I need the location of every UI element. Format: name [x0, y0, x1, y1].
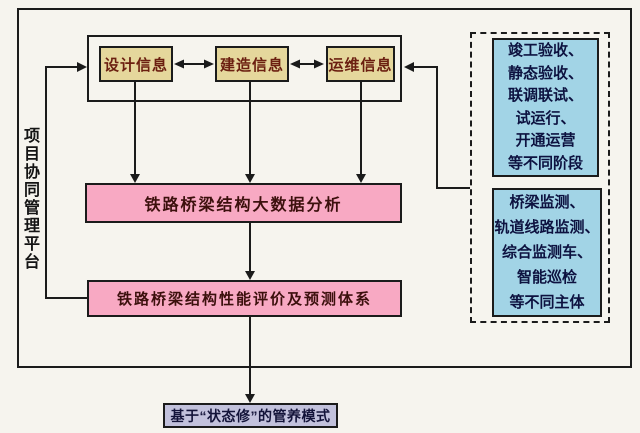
- stage-line: 等不同阶段: [507, 154, 583, 172]
- platform-label: 项目协同管理平台: [21, 127, 38, 271]
- subject-line: 智能巡检: [516, 269, 577, 286]
- subject-line: 综合监测车、: [501, 244, 592, 261]
- stage-line: 试运行、: [515, 109, 576, 127]
- evaluation-prediction-label: 铁路桥梁结构性能评价及预测体系: [116, 291, 372, 308]
- subjects-box: 桥梁监测、 轨道线路监测、 综合监测车、 智能巡检 等不同主体: [492, 188, 602, 317]
- info-group-frame: [87, 35, 402, 102]
- construction-info-label: 建造信息: [219, 56, 284, 74]
- stage-line: 开通运营: [515, 132, 576, 149]
- design-info-box: 设计信息: [99, 46, 173, 82]
- maintenance-mode-output-box: 基于“状态修”的管养模式: [163, 403, 338, 428]
- subject-line: 桥梁监测、: [509, 194, 585, 211]
- stage-line: 竣工验收、: [507, 42, 583, 59]
- right-dashed-panel: [470, 32, 610, 323]
- stage-line: 联调联试、: [507, 87, 583, 104]
- big-data-analysis-box: 铁路桥梁结构大数据分析: [85, 183, 402, 223]
- arrowhead: [245, 394, 255, 403]
- operation-maintenance-info-label: 运维信息: [328, 56, 393, 74]
- design-info-label: 设计信息: [103, 56, 168, 74]
- maintenance-mode-output-label: 基于“状态修”的管养模式: [170, 407, 331, 424]
- subject-line: 轨道线路监测、: [494, 219, 600, 236]
- big-data-analysis-label: 铁路桥梁结构大数据分析: [144, 197, 343, 214]
- operation-maintenance-info-box: 运维信息: [326, 46, 395, 82]
- stage-line: 静态验收、: [507, 64, 583, 82]
- stages-box: 竣工验收、 静态验收、 联调联试、 试运行、 开通运营 等不同阶段: [492, 38, 599, 177]
- platform-frame: [17, 8, 632, 368]
- construction-info-box: 建造信息: [215, 46, 289, 82]
- evaluation-prediction-box: 铁路桥梁结构性能评价及预测体系: [87, 280, 402, 317]
- subject-line: 等不同主体: [509, 294, 585, 311]
